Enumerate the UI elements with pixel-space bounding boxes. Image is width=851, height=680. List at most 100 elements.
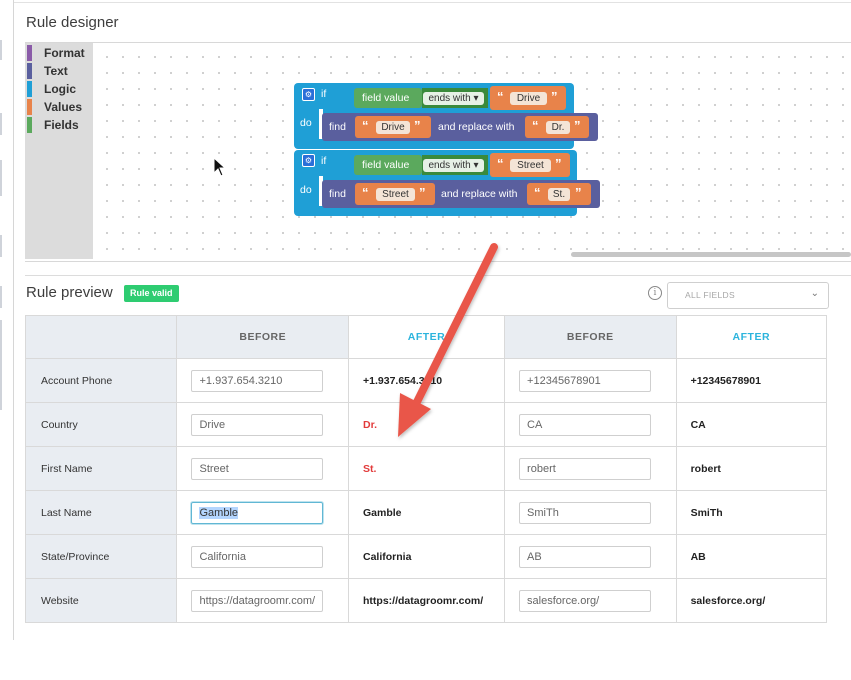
selected-text: Gamble <box>199 506 239 519</box>
before-input[interactable]: Street <box>191 457 324 480</box>
table-row: Account Phone +1.937.654.3210 +1.937.654… <box>24 358 828 403</box>
after-value: +1.937.654.3210 <box>347 358 506 403</box>
do-slot <box>319 109 323 139</box>
field-name-cell: State/Province <box>24 534 178 579</box>
close-quote-icon: ” <box>551 89 558 104</box>
toolbox-category-fields[interactable]: Fields <box>27 117 79 133</box>
edge-tick <box>0 40 2 60</box>
match-text[interactable]: Drive <box>510 92 547 105</box>
field-value-block[interactable] <box>354 155 422 175</box>
toolbox-category-logic[interactable]: Logic <box>27 81 76 97</box>
after-value: +12345678901 <box>675 358 828 403</box>
open-quote-icon: “ <box>362 118 369 133</box>
category-color-bar <box>27 99 32 115</box>
category-label: Fields <box>44 118 79 132</box>
find-text[interactable]: Street <box>376 188 415 201</box>
find-label: find <box>329 188 346 200</box>
close-quote-icon: ” <box>419 185 426 200</box>
before-input[interactable]: AB <box>519 545 652 568</box>
replace-text[interactable]: Dr. <box>546 121 570 134</box>
category-label: Text <box>44 64 68 78</box>
category-label: Values <box>44 100 83 114</box>
info-icon[interactable]: i <box>648 286 662 300</box>
before-input[interactable]: Gamble <box>191 501 324 524</box>
do-slot <box>319 176 323 206</box>
open-quote-icon: “ <box>532 118 539 133</box>
do-label: do <box>300 117 312 129</box>
left-divider <box>13 0 14 640</box>
gear-icon[interactable]: ⚙ <box>302 154 315 167</box>
rule-designer-title: Rule designer <box>26 14 119 31</box>
chevron-down-icon: ⌄ <box>810 288 819 299</box>
category-color-bar <box>27 45 32 61</box>
table-header-row: BEFORE AFTER BEFORE AFTER <box>24 315 828 359</box>
before-input[interactable]: +1.937.654.3210 <box>191 369 324 392</box>
before-input[interactable]: salesforce.org/ <box>519 589 652 612</box>
before-input[interactable]: +12345678901 <box>519 369 652 392</box>
category-label: Format <box>44 46 85 60</box>
do-label: do <box>300 184 312 196</box>
table-row: First Name Street St. robert robert <box>24 446 828 491</box>
edge-tick <box>0 320 2 410</box>
toolbox-category-format[interactable]: Format <box>27 45 85 61</box>
before-input[interactable]: Drive <box>191 413 324 436</box>
column-header-field <box>24 315 178 359</box>
open-quote-icon: “ <box>534 185 541 200</box>
field-name-cell: Country <box>24 402 178 447</box>
column-header-after: AFTER <box>347 315 506 359</box>
edge-tick <box>0 286 2 308</box>
find-text[interactable]: Drive <box>376 121 410 134</box>
edge-tick <box>0 160 2 196</box>
operator-dropdown[interactable]: ends with ▾ <box>423 92 484 105</box>
open-quote-icon: “ <box>497 89 504 104</box>
after-value: AB <box>675 534 828 579</box>
before-input[interactable]: California <box>191 545 324 568</box>
close-quote-icon: ” <box>555 156 562 171</box>
top-divider <box>13 2 851 3</box>
replace-label: and replace with <box>441 188 518 200</box>
if-label: if <box>321 88 327 100</box>
before-input[interactable]: https://datagroomr.com/ <box>191 589 324 612</box>
toolbox-category-text[interactable]: Text <box>27 63 68 79</box>
replace-text[interactable]: St. <box>548 188 570 201</box>
before-input[interactable]: SmiTh <box>519 501 652 524</box>
operator-dropdown[interactable]: ends with ▾ <box>423 159 484 172</box>
field-name-cell: Website <box>24 578 178 623</box>
workspace-horizontal-scrollbar[interactable] <box>571 252 851 257</box>
after-value: Gamble <box>347 490 506 535</box>
close-quote-icon: ” <box>414 118 421 133</box>
mouse-cursor-icon <box>213 157 227 177</box>
open-quote-icon: “ <box>362 185 369 200</box>
category-label: Logic <box>44 82 76 96</box>
after-value: https://datagroomr.com/ <box>347 578 506 623</box>
field-name-cell: Last Name <box>24 490 178 535</box>
open-quote-icon: “ <box>497 156 504 171</box>
after-value: salesforce.org/ <box>675 578 828 623</box>
after-value-changed: St. <box>347 446 506 491</box>
edge-tick <box>0 235 2 257</box>
field-filter-select[interactable]: ALL FIELDS ⌄ <box>667 282 829 309</box>
before-input[interactable]: CA <box>519 413 652 436</box>
match-text[interactable]: Street <box>510 159 551 172</box>
category-color-bar <box>27 81 32 97</box>
after-value: California <box>347 534 506 579</box>
gear-icon[interactable]: ⚙ <box>302 88 315 101</box>
table-row: Country Drive Dr. CA CA <box>24 402 828 447</box>
category-color-bar <box>27 63 32 79</box>
field-name-cell: First Name <box>24 446 178 491</box>
if-label: if <box>321 155 327 167</box>
after-value-changed: Dr. <box>347 402 506 447</box>
before-input[interactable]: robert <box>519 457 652 480</box>
replace-label: and replace with <box>438 121 515 133</box>
table-row: Website https://datagroomr.com/ https://… <box>24 578 828 623</box>
toolbox-category-values[interactable]: Values <box>27 99 82 115</box>
table-row: Last Name Gamble Gamble SmiTh SmiTh <box>24 490 828 535</box>
field-value-block[interactable] <box>354 88 422 108</box>
column-header-before: BEFORE <box>176 315 349 359</box>
category-color-bar <box>27 117 32 133</box>
block-toolbox: Format Text Logic Values Fields <box>25 43 93 259</box>
field-filter-placeholder: ALL FIELDS <box>685 290 735 300</box>
close-quote-icon: ” <box>575 185 582 200</box>
field-name-cell: Account Phone <box>24 358 178 403</box>
find-label: find <box>329 121 346 133</box>
